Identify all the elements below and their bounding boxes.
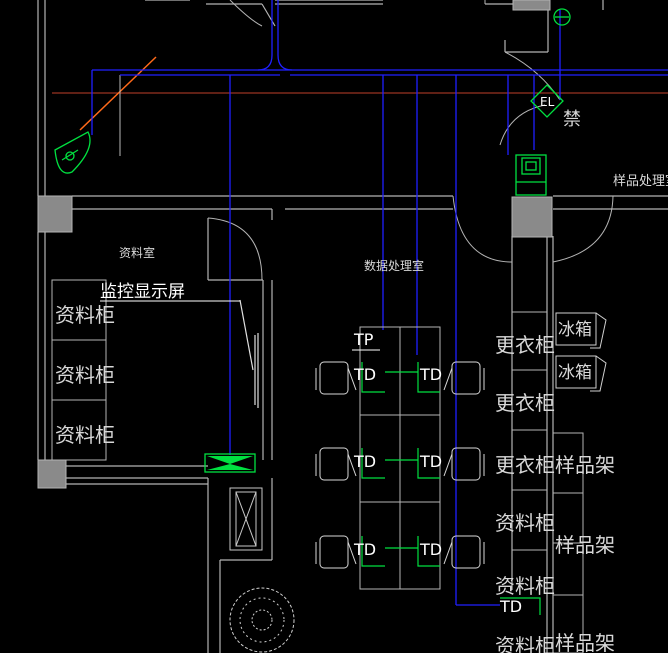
- td-outlet-label: TD: [419, 452, 442, 471]
- tp-outlet-label: TP: [353, 330, 374, 349]
- sample-rack-label: 样品架: [555, 453, 615, 477]
- cabinet-label: 资料柜: [55, 423, 115, 447]
- chair: [443, 361, 485, 395]
- sample-rack-label: 样品架: [555, 631, 615, 653]
- green-devices: [54, 8, 571, 196]
- blue-conduits: [91, 0, 668, 606]
- cabinet-label: 资料柜: [495, 511, 555, 535]
- plant-icon: [229, 587, 295, 653]
- fridges: [555, 312, 607, 392]
- monitor-screen-icon: [239, 299, 259, 408]
- archive-cabinets: [51, 279, 107, 461]
- el-lock-icon: [530, 84, 564, 118]
- el-label: EL: [540, 95, 555, 109]
- td-outlet-label: TD: [419, 540, 442, 559]
- sample-rack-label: 样品架: [555, 533, 615, 557]
- td-outlet-label: TD: [353, 452, 376, 471]
- chair: [315, 535, 357, 569]
- chair: [315, 447, 357, 481]
- door-swings: [207, 0, 614, 281]
- locker-label: 更衣柜: [495, 333, 555, 357]
- exhaust-fan-icon: [229, 487, 263, 551]
- reference-lines: [52, 56, 668, 156]
- ceiling-projector-icon: [204, 453, 256, 473]
- td-outlet-label: TD: [419, 365, 442, 384]
- access-control-label: 禁: [563, 109, 581, 130]
- fridge-label: 冰箱: [558, 320, 592, 340]
- room-label-sample-processing: 样品处理室: [613, 173, 668, 189]
- desk-cluster: [359, 326, 441, 590]
- detector-icon: [553, 8, 571, 26]
- room-label-data-processing: 数据处理室: [364, 258, 424, 273]
- desk-outlets: [361, 362, 541, 615]
- fridge-label: 冰箱: [558, 363, 592, 383]
- chair: [443, 447, 485, 481]
- locker-label: 更衣柜: [495, 391, 555, 415]
- lockers: [512, 311, 547, 551]
- cabinet-label: 资料柜: [495, 634, 555, 653]
- camera-icon: [54, 131, 91, 174]
- td-outlet-label: TD: [499, 597, 522, 616]
- cabinet-label: 资料柜: [55, 303, 115, 327]
- columns: [37, 0, 553, 489]
- cabinet-label: 资料柜: [495, 574, 555, 598]
- monitor-screen-label: 监控显示屏: [100, 282, 185, 302]
- sample-racks: [552, 432, 584, 653]
- cabinet-label: 资料柜: [55, 363, 115, 387]
- td-outlet-label: TD: [353, 540, 376, 559]
- chairs: [315, 361, 485, 569]
- card-reader-icon: [515, 154, 547, 196]
- room-label-archive: 资料室: [119, 245, 155, 260]
- chair: [315, 361, 357, 395]
- td-outlet-label: TD: [353, 365, 376, 384]
- locker-label: 更衣柜: [495, 453, 555, 477]
- chair: [443, 535, 485, 569]
